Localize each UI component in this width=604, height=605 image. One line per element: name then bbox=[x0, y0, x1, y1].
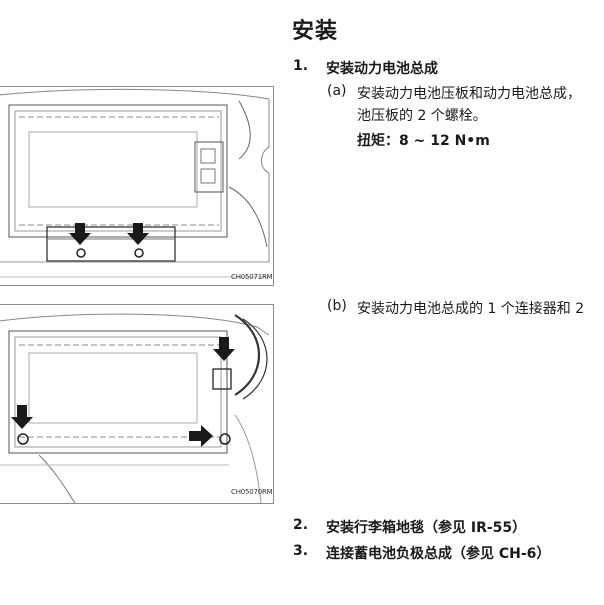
substep-text: 池压板的 2 个螺栓。 bbox=[357, 108, 487, 124]
figure-code: CH05071RM bbox=[231, 273, 273, 281]
page-heading: 安装 bbox=[292, 19, 339, 44]
substep-text: 安装动力电池总成的 1 个连接器和 2 bbox=[357, 301, 585, 317]
substep-text: 安装动力电池压板和动力电池总成， bbox=[357, 86, 581, 102]
step-number: 3. bbox=[293, 543, 309, 559]
substep-label: (a) bbox=[327, 83, 347, 99]
figure-battery-clamp-drawing bbox=[0, 88, 270, 278]
step-number: 2. bbox=[293, 517, 309, 533]
step-title: 安装行李箱地毯（参见 IR-55） bbox=[326, 520, 527, 536]
figure-battery-connector: CH05070RM bbox=[0, 304, 274, 504]
step-title: 连接蓄电池负极总成（参见 CH-6） bbox=[326, 546, 551, 562]
step-title: 安装动力电池总成 bbox=[326, 61, 438, 77]
substep-label: (b) bbox=[327, 298, 347, 314]
step-number: 1. bbox=[293, 58, 309, 74]
figure-battery-clamp: CH05071RM bbox=[0, 86, 274, 286]
figure-battery-connector-drawing bbox=[0, 313, 270, 503]
torque-spec: 扭矩：8 ~ 12 N•m bbox=[357, 133, 490, 149]
figure-code: CH05070RM bbox=[231, 488, 273, 496]
